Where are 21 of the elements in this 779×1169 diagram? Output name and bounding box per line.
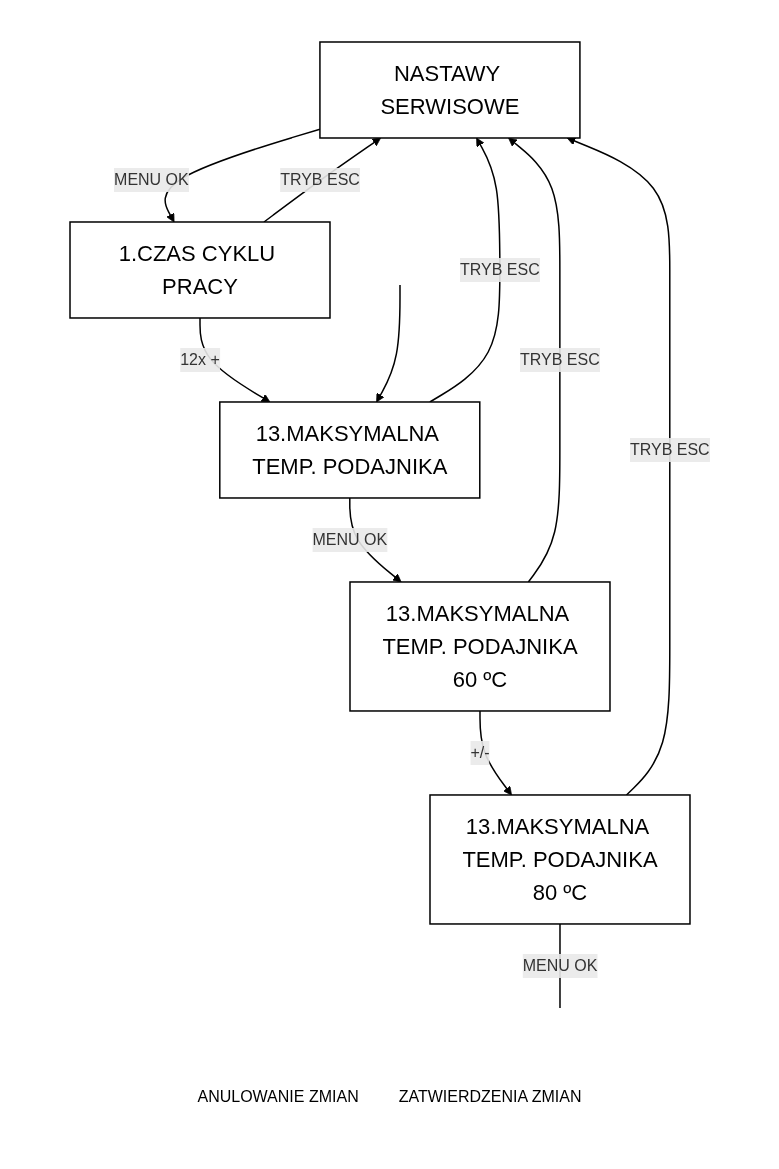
edge-label: MENU OK <box>312 531 387 548</box>
edge-label: TRYB ESC <box>459 261 540 279</box>
edge-label: MENU OK <box>113 171 189 189</box>
arrow <box>478 710 512 796</box>
node-box: 13.MAKSYMALNA TEMP. PODAJNIKA 80 ºC <box>428 794 691 925</box>
node-box: 13.MAKSYMALNA TEMP. PODAJNIKA 60 ºC <box>348 581 611 712</box>
node-box: 13.MAKSYMALNA TEMP. PODAJNIKA <box>218 401 481 499</box>
arrow <box>375 284 401 403</box>
node-box: 1.CZAS CYKLU PRACY <box>68 221 331 319</box>
edge-label: +/- <box>470 743 490 761</box>
edge-label: 12x + <box>179 351 220 369</box>
node-box: NASTAWY SERWISOWE <box>318 41 581 139</box>
arrow <box>428 137 501 403</box>
note: ANULOWANIE ZMIAN <box>197 1088 359 1106</box>
edge-label: TRYB ESC <box>279 171 360 189</box>
arrow <box>262 137 381 223</box>
edge-label: MENU OK <box>522 956 597 974</box>
edge-label: TRYB ESC <box>519 351 600 369</box>
edge-label: TRYB ESC <box>629 441 710 458</box>
arrow <box>507 137 561 583</box>
note: ZATWIERDZENIA ZMIAN <box>398 1088 582 1106</box>
